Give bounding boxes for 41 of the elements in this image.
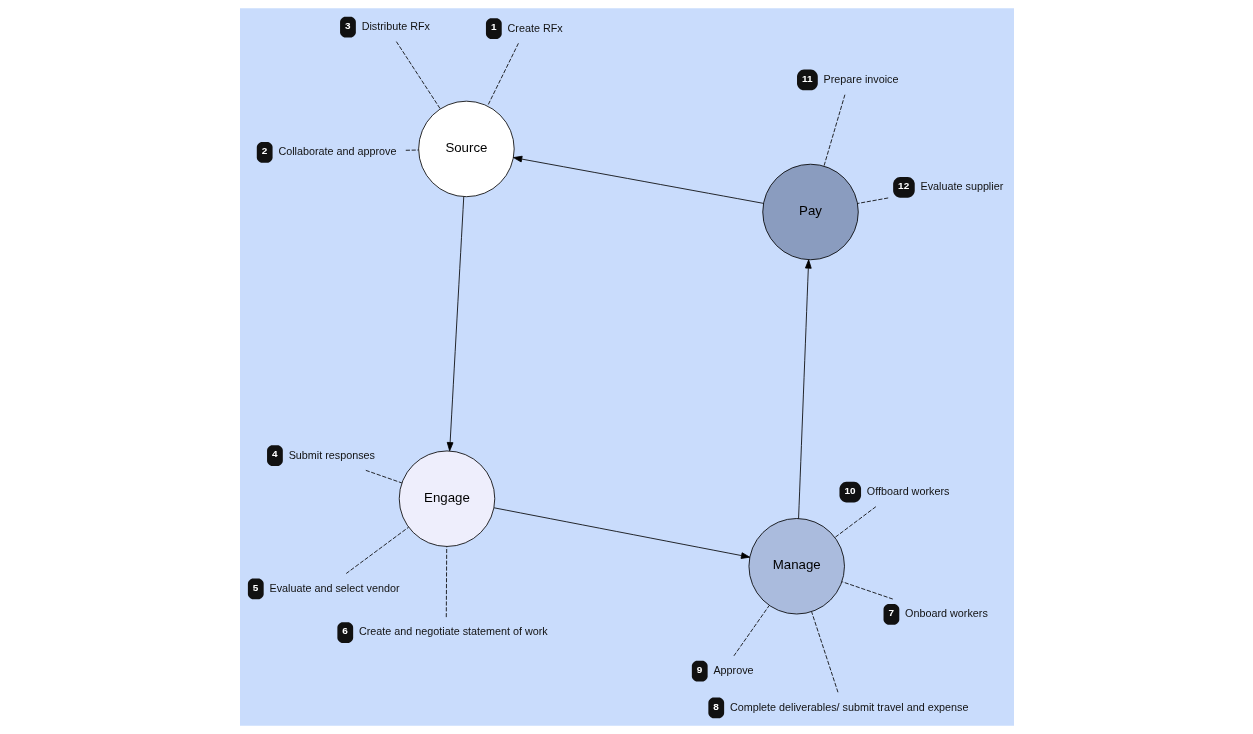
node-label: Complete deliverables/ submit travel and expense [729,700,968,713]
node-label: Create RFx [507,21,563,34]
connector [486,42,519,107]
node-label: Evaluate supplier [920,180,1003,193]
node-label: Prepare invoice [823,72,899,85]
node-box: 2 [256,142,273,163]
node-box: 4 [266,445,283,467]
arrow [493,507,750,559]
connector [810,611,838,693]
connector [733,605,770,657]
node-box: 5 [247,578,264,600]
node-circle: Manage [748,518,845,615]
arrow [512,155,764,204]
node-label: Submit responses [288,448,375,461]
node-label: Distribute RFx [361,19,430,32]
node-label: Offboard workers [866,484,949,497]
connector [404,149,419,151]
node-box: 9 [691,660,708,682]
node-label: Onboard workers [904,607,988,620]
node-box: 7 [883,604,899,625]
connector [395,41,441,110]
node-box: 3 [339,16,356,38]
connector [364,469,402,484]
node-label: Create and negotiate statement of work [358,625,548,638]
connector [345,526,409,574]
arrow [797,259,812,519]
connector [445,546,447,618]
connector [841,581,893,600]
node-circle: Pay [761,163,859,261]
node-box: 6 [336,622,353,643]
node-box: 8 [707,697,724,719]
node-circle: Engage [398,450,495,547]
node-box: 1 [485,18,502,40]
node-circle: Source [417,100,515,198]
connector [823,94,845,167]
node-label: Approve [712,664,754,677]
connector [856,197,889,204]
node-label: Evaluate and select vendor [268,581,400,594]
connector [834,506,876,538]
arrow [446,196,464,452]
node-label: Collaborate and approve [277,145,396,158]
